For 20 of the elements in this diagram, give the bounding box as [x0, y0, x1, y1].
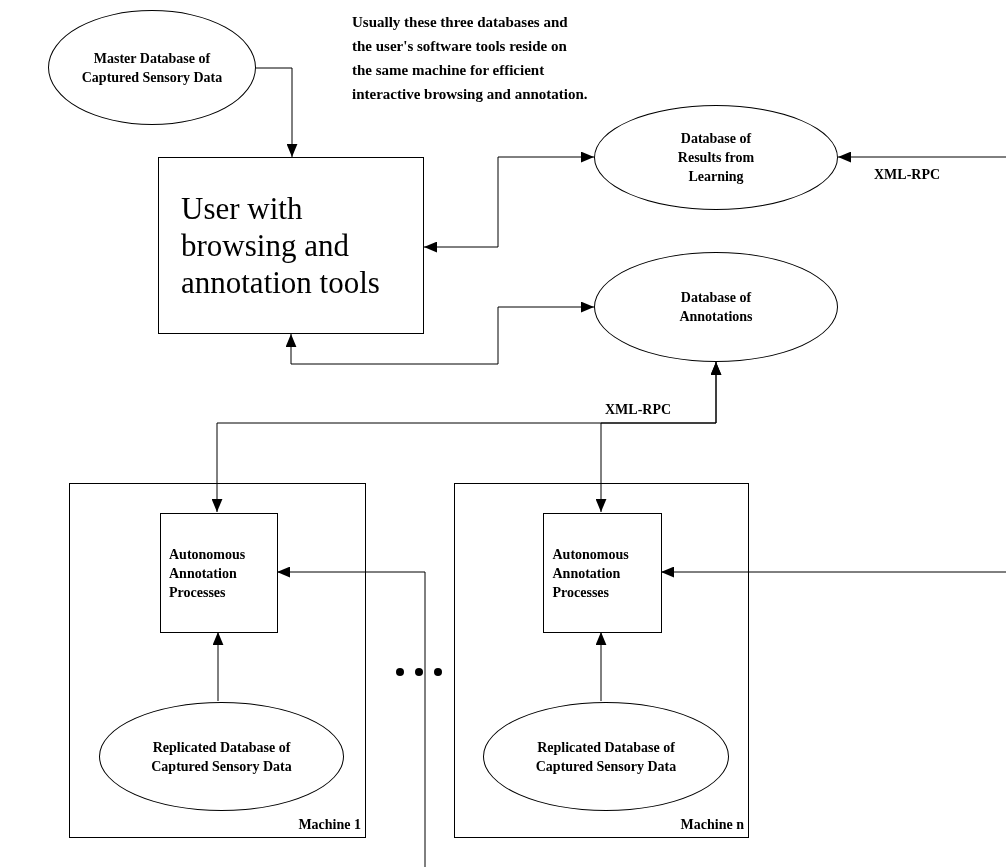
connector-arrow: [285, 301, 595, 365]
machine-frame: [454, 483, 749, 838]
process-box: Autonomous Annotation Processes: [543, 513, 662, 633]
connector-arrow: [255, 67, 298, 158]
database-ellipse: Replicated Database of Captured Sensory Data: [483, 702, 729, 811]
machine-label: Machine n: [680, 815, 744, 833]
connector-arrow: [660, 566, 1006, 578]
connector-arrow: [212, 631, 224, 702]
machine-label: Machine 1: [298, 815, 361, 833]
process-box: User with browsing and annotation tools: [158, 157, 424, 334]
database-ellipse: Master Database of Captured Sensory Data: [48, 10, 256, 125]
process-box: Autonomous Annotation Processes: [160, 513, 278, 633]
machine-frame: [69, 483, 366, 838]
connector-arrow: [837, 151, 1006, 163]
database-ellipse: Replicated Database of Captured Sensory Data: [99, 702, 344, 811]
connector-arrow: [276, 566, 426, 867]
note-text: Usually these three databases and the user's software tools reside on the same machine for efficient interactive browsing and annotation.: [352, 13, 588, 104]
connector-arrow: [423, 151, 595, 253]
connector-arrow: [595, 631, 607, 702]
connector-arrow: [595, 361, 722, 513]
